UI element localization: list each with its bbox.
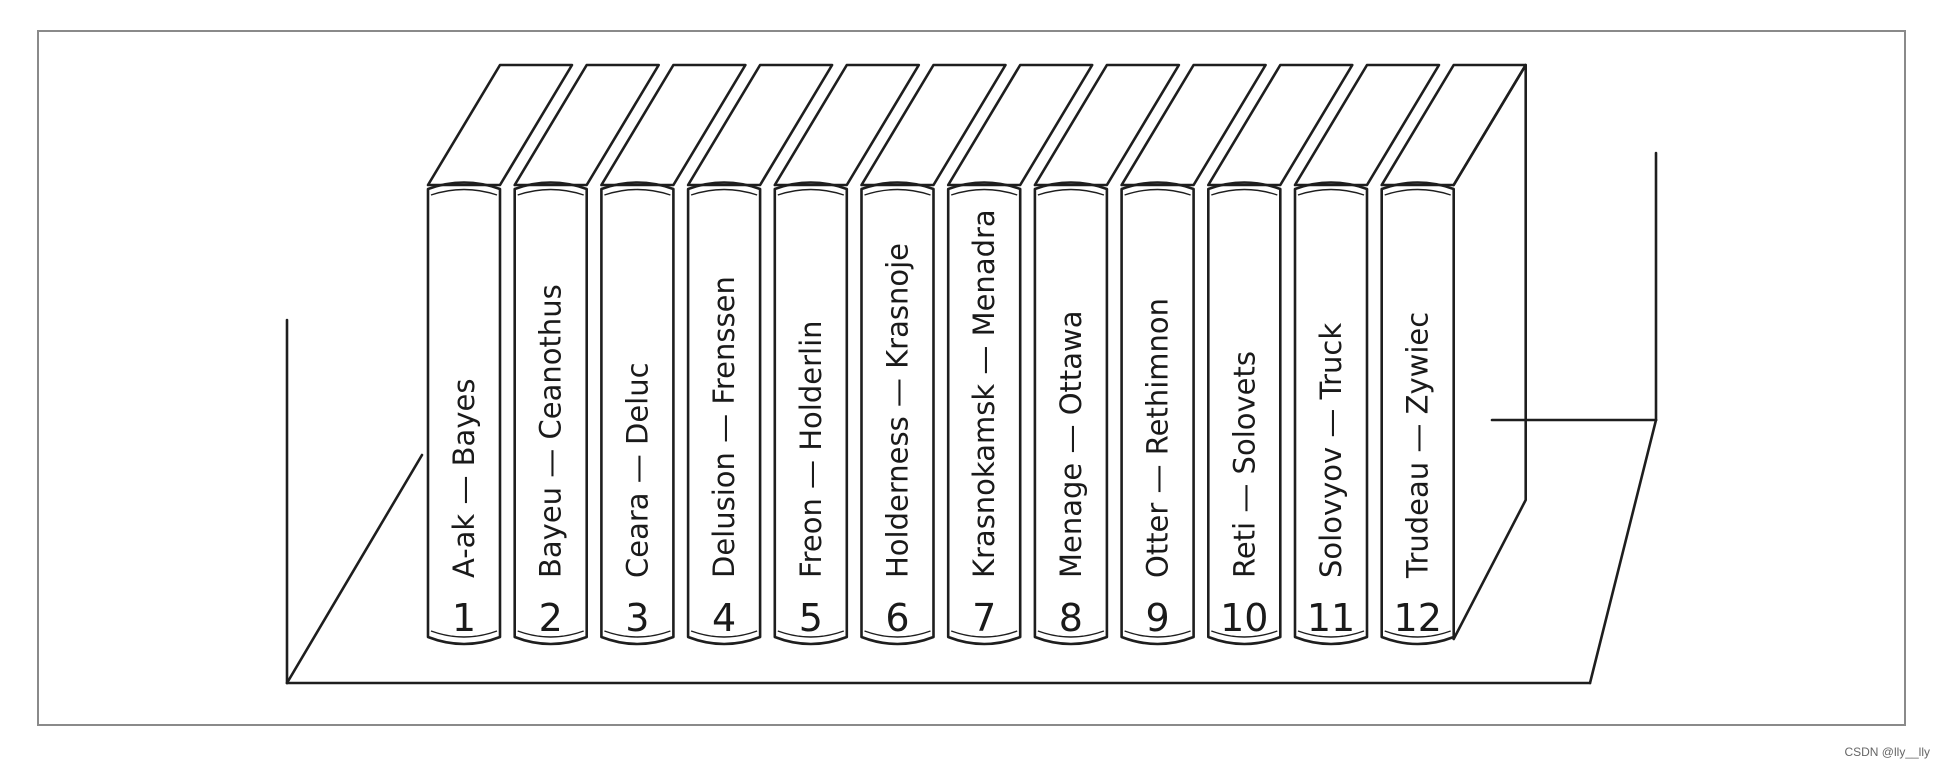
book-volume-number: 11: [1307, 596, 1355, 640]
book-volume-number: 3: [625, 596, 649, 640]
watermark: CSDN @lly__lly: [1844, 745, 1930, 759]
book-spine: [1207, 181, 1282, 646]
book-spine: [686, 181, 762, 646]
book-top-face: [1293, 63, 1441, 187]
book-tail-band: [690, 630, 758, 638]
book-top-face: [860, 63, 1007, 187]
book-range-label: A-ak — Bayes: [447, 379, 481, 578]
shelf-left-edge: [285, 453, 424, 685]
book-spine: [946, 181, 1022, 646]
book-range-label: Ceara — Deluc: [620, 362, 654, 578]
book-volume-number: 12: [1394, 596, 1442, 640]
book-top-face: [513, 63, 660, 187]
book-head-band: [1124, 188, 1191, 196]
book: Holderness — Krasnoje 6: [860, 63, 1007, 646]
book-spine: [1033, 181, 1109, 646]
book-volume-number: 9: [1146, 596, 1170, 640]
book-tail-band: [1211, 630, 1278, 638]
book: Krasnokamsk — Menadra 7: [946, 63, 1094, 646]
book-tail-band: [864, 630, 931, 638]
book-volume-number: 4: [712, 596, 736, 640]
book-head-band: [950, 188, 1018, 196]
book: Ceara — Deluc 3: [600, 63, 747, 646]
book-top-face: [600, 63, 747, 187]
book-head-band: [430, 188, 498, 196]
book-range-label: Menage — Ottawa: [1054, 310, 1088, 578]
book: Menage — Ottawa 8: [1033, 63, 1181, 646]
book-volume-number: 2: [539, 596, 563, 640]
book: Trudeau — Zywiec 12: [1380, 63, 1527, 646]
book-top-face: [686, 63, 834, 187]
book-tail-band: [777, 630, 845, 638]
book-volume-number: 5: [799, 596, 823, 640]
book: Delusion — Frenssen 4: [686, 63, 834, 646]
book-top-face: [426, 63, 574, 187]
book-volume-number: 6: [885, 596, 909, 640]
book-volume-number: 1: [452, 596, 476, 640]
book-spine: [860, 181, 935, 646]
book-spine: [773, 181, 849, 646]
book-head-band: [777, 188, 845, 196]
book-top-face: [946, 63, 1094, 187]
book: Freon — Holderlin 5: [773, 63, 921, 646]
book: Reti — Solovets 10: [1207, 63, 1354, 646]
book-range-label: Krasnokamsk — Menadra: [967, 209, 1001, 578]
book-row: A-ak — Bayes 1 Bayeu — Ceanothus 2 Ceara — D…: [426, 63, 1527, 646]
shelf-right-edge: [1588, 418, 1658, 685]
book-spine: [600, 181, 675, 646]
book-range-label: Solovyov — Truck: [1314, 323, 1348, 578]
book-top-face: [1120, 63, 1267, 187]
book-spine: [1120, 181, 1195, 646]
book-head-band: [690, 188, 758, 196]
book-spine: [1380, 181, 1455, 646]
book: Bayeu — Ceanothus 2: [513, 63, 660, 646]
book-volume-number: 8: [1059, 596, 1083, 640]
book: Otter — Rethimnon 9: [1120, 63, 1267, 646]
book-tail-band: [950, 630, 1018, 638]
book-volume-number: 7: [972, 596, 996, 640]
book-tail-band: [1384, 630, 1451, 638]
book-range-label: Reti — Solovets: [1227, 351, 1261, 578]
book-tail-band: [517, 630, 584, 638]
book: A-ak — Bayes 1: [426, 63, 574, 646]
book-head-band: [517, 188, 584, 196]
book-head-band: [864, 188, 931, 196]
figure-frame: [37, 30, 1906, 726]
book-top-face: [1033, 63, 1181, 187]
book-range-label: Holderness — Krasnoje: [881, 243, 915, 578]
book-head-band: [1037, 188, 1105, 196]
book-range-label: Otter — Rethimnon: [1141, 298, 1175, 578]
book-tail-band: [1037, 630, 1105, 638]
book-head-band: [604, 188, 671, 196]
book-tail-band: [1124, 630, 1191, 638]
book-tail-band: [604, 630, 671, 638]
book-range-label: Freon — Holderlin: [794, 320, 828, 578]
book-spine: [426, 181, 502, 646]
book: Solovyov — Truck 11: [1293, 63, 1441, 646]
book-tail-band: [430, 630, 498, 638]
book-spine: [513, 181, 588, 646]
book-range-label: Trudeau — Zywiec: [1401, 312, 1435, 579]
book-volume-number: 10: [1220, 596, 1268, 640]
book-spine: [1293, 181, 1369, 646]
book-top-face: [773, 63, 921, 187]
book-range-label: Delusion — Frenssen: [707, 276, 741, 578]
book-tail-band: [1297, 630, 1365, 638]
book-head-band: [1297, 188, 1365, 196]
book-head-band: [1384, 188, 1451, 196]
book-head-band: [1211, 188, 1278, 196]
book-top-face: [1207, 63, 1354, 187]
book-range-label: Bayeu — Ceanothus: [534, 284, 568, 578]
book-side-face: [1452, 63, 1527, 641]
shelf: [285, 151, 1658, 685]
